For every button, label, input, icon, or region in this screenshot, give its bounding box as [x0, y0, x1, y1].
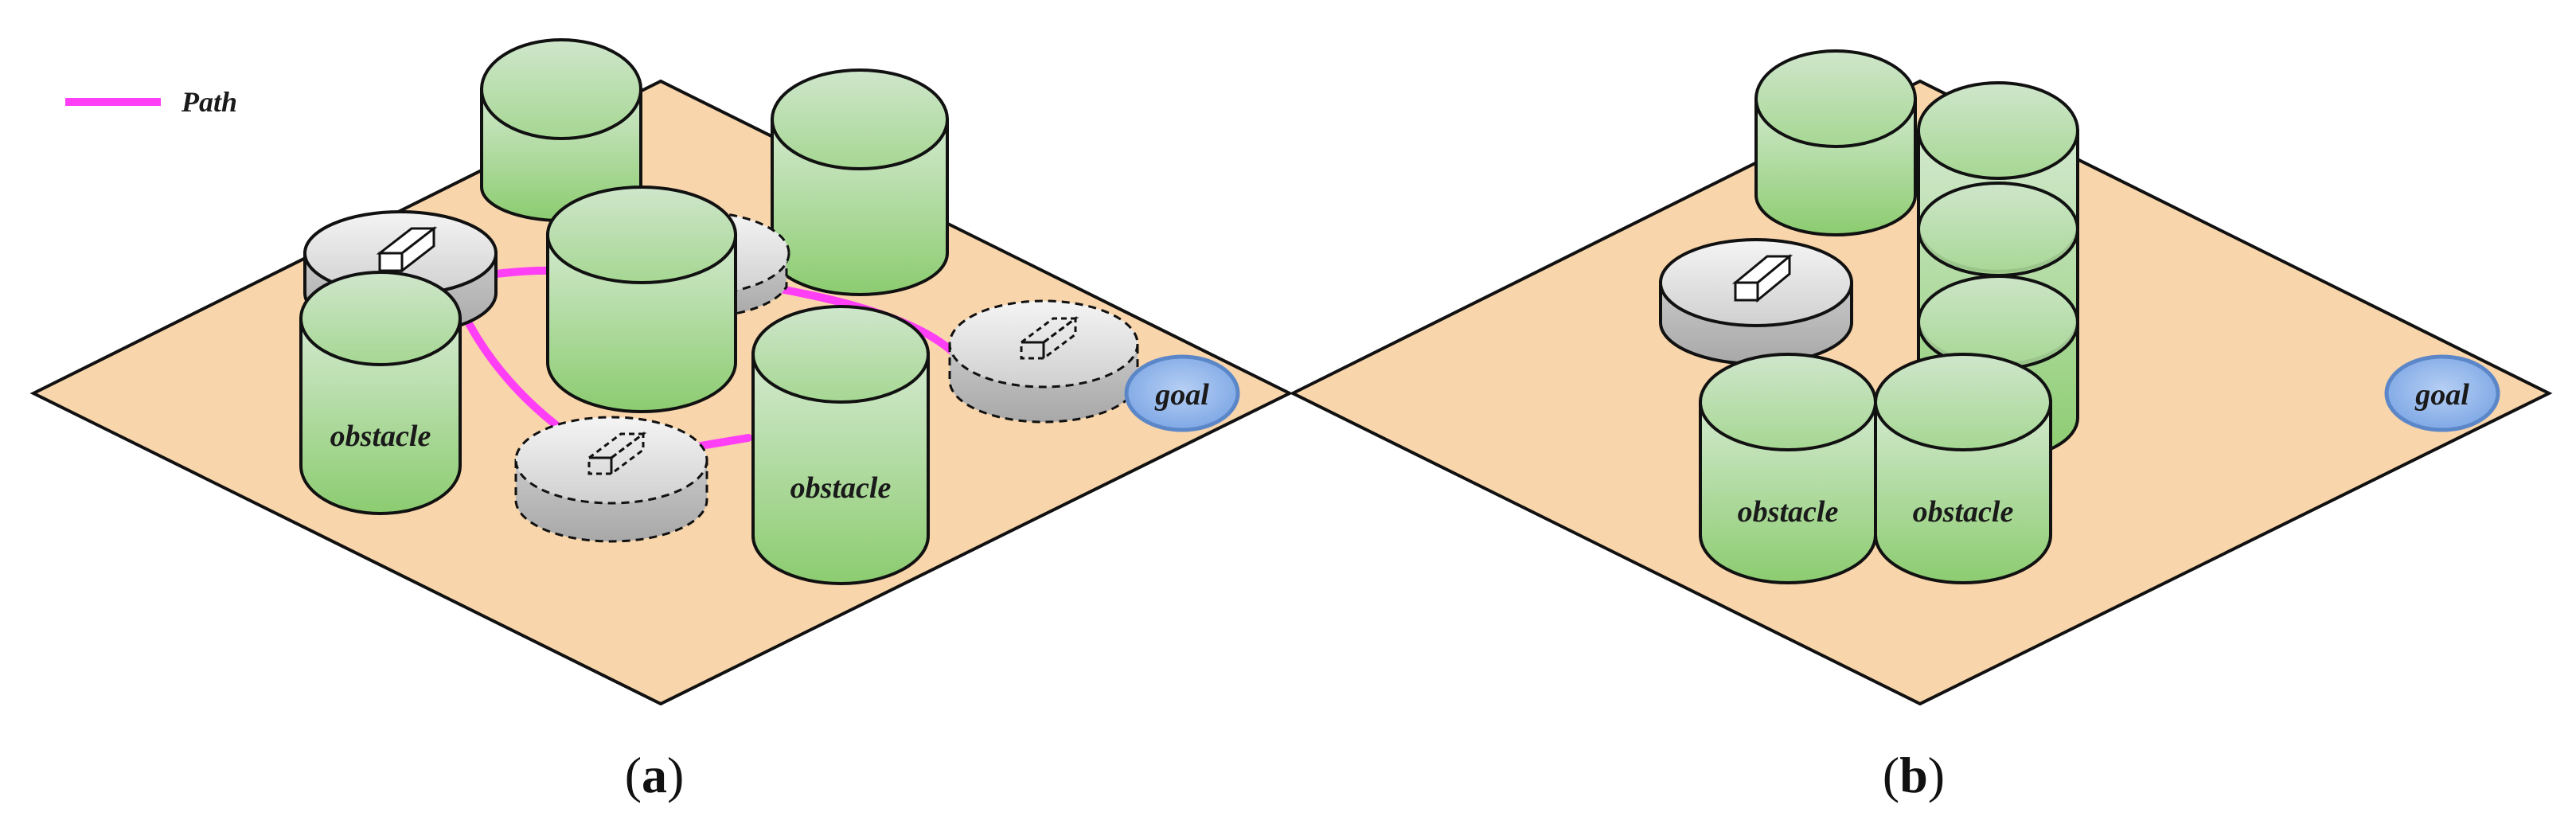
obstacle-a2 — [771, 68, 949, 296]
caption-a: (a) — [625, 747, 685, 803]
obstacle-b3: obstacle — [1699, 353, 1877, 584]
obstacle-a5: obstacle — [751, 305, 930, 585]
goal-label-b: goal — [2414, 378, 2469, 412]
robot-ghost-a3 — [514, 416, 708, 543]
obstacle-a3 — [546, 186, 737, 413]
legend-path-label: Path — [181, 86, 237, 118]
robot-b — [1659, 238, 1853, 365]
arrow-icon — [376, 225, 438, 274]
goal-a: goal — [1124, 354, 1240, 432]
goal-label-a: goal — [1154, 378, 1209, 412]
obstacle-label-a4: obstacle — [330, 420, 431, 453]
legend: Path — [65, 86, 237, 118]
arrow-icon — [1731, 253, 1793, 303]
obstacle-a1 — [480, 38, 642, 222]
goal-b: goal — [2384, 354, 2500, 432]
caption-b: (b) — [1883, 747, 1945, 803]
obstacle-b4: obstacle — [1874, 353, 2052, 584]
panel-a: obstacle goal — [29, 38, 1294, 803]
robot-ghost-a2 — [948, 299, 1139, 424]
obstacle-b1 — [1754, 49, 1917, 236]
panel-b: obstacle obstacle goal (b) — [1289, 49, 2553, 803]
arrow-icon — [1017, 316, 1079, 361]
arrow-icon — [585, 432, 647, 476]
obstacle-label-b4: obstacle — [1913, 495, 2014, 529]
obstacle-label-b3: obstacle — [1738, 495, 1839, 529]
obstacle-a4: obstacle — [299, 271, 462, 515]
obstacle-label-a5: obstacle — [790, 471, 892, 505]
